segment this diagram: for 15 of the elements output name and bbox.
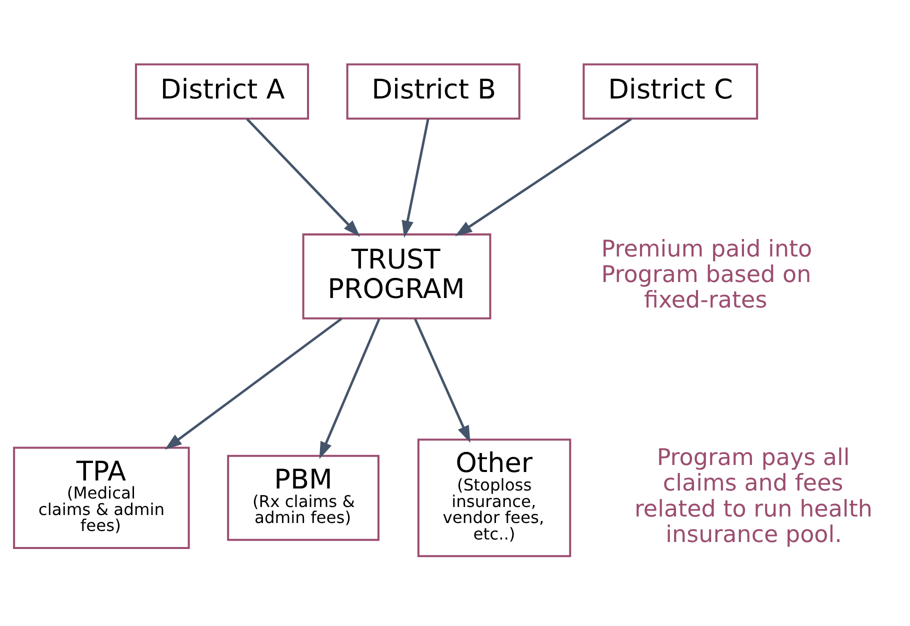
arrow xyxy=(164,318,342,450)
node-box: PBM (Rx claims & admin fees) xyxy=(227,454,380,541)
node-box: Other (Stoploss insurance, vendor fees, etc..) xyxy=(417,438,572,558)
node-box: TRUST PROGRAM xyxy=(302,233,492,320)
label: Premium paid into Program based on fixed-rates xyxy=(601,236,812,314)
arrow xyxy=(455,118,632,236)
arrow xyxy=(246,118,360,237)
node-box: District C xyxy=(582,63,758,120)
arrow xyxy=(414,318,470,443)
label: Program pays all claims and fees related to run health insurance pool. xyxy=(634,444,872,548)
arrow xyxy=(402,118,430,238)
node-box: District B xyxy=(346,63,520,120)
arrow xyxy=(319,318,380,459)
node-box: TPA (Medical claims & admin fees) xyxy=(13,446,190,550)
node-box: District A xyxy=(134,63,310,120)
